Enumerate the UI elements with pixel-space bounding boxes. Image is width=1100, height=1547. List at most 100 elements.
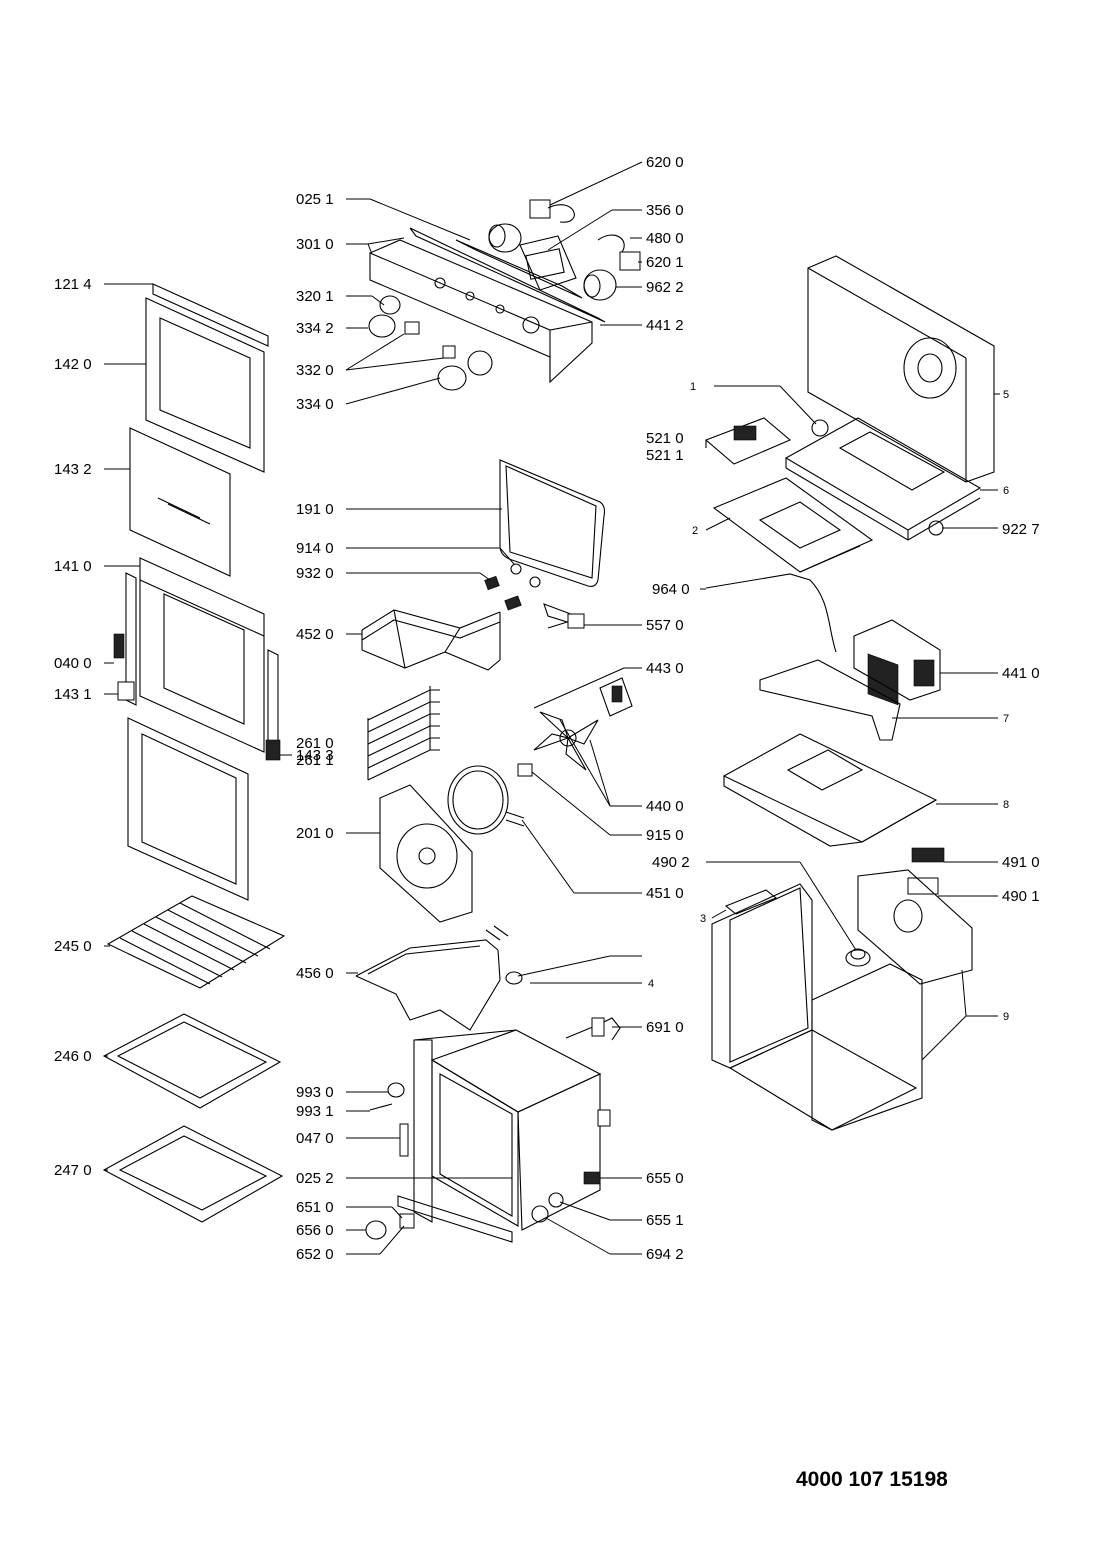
label-620-1: 620 1 bbox=[646, 254, 684, 271]
label-964-0: 964 0 bbox=[652, 581, 690, 598]
label-7: 7 bbox=[1003, 713, 1009, 725]
label-441-2: 441 2 bbox=[646, 317, 684, 334]
top-panel-part bbox=[784, 417, 982, 541]
label-993-1: 993 1 bbox=[296, 1103, 334, 1120]
label-456-0: 456 0 bbox=[296, 965, 334, 982]
label-025-1: 025 1 bbox=[296, 191, 334, 208]
label-245-0: 245 0 bbox=[54, 938, 92, 955]
outer-casing-part bbox=[711, 869, 973, 1131]
wire-shelf-part bbox=[106, 895, 286, 989]
part-labels: 620 0 025 1 356 0 301 0 480 0 620 1 121 … bbox=[54, 154, 1040, 1263]
knob-parts bbox=[368, 295, 493, 391]
leader-lines bbox=[104, 161, 1000, 1255]
label-261-1: 261 1 bbox=[296, 752, 334, 769]
label-451-0: 451 0 bbox=[646, 885, 684, 902]
label-261-0: 261 0 bbox=[296, 735, 334, 752]
label-652-0: 652 0 bbox=[296, 1246, 334, 1263]
small-fittings-part bbox=[365, 1082, 601, 1240]
middle-glass-part bbox=[129, 427, 231, 577]
label-1: 1 bbox=[690, 381, 696, 393]
bottom-trim-part bbox=[397, 1195, 513, 1243]
control-panel-part bbox=[369, 199, 641, 384]
label-6: 6 bbox=[1003, 485, 1009, 497]
label-915-0: 915 0 bbox=[646, 827, 684, 844]
tube-part bbox=[705, 573, 837, 653]
label-655-0: 655 0 bbox=[646, 1170, 684, 1187]
label-691-0: 691 0 bbox=[646, 1019, 684, 1036]
label-191-0: 191 0 bbox=[296, 501, 334, 518]
label-490-1: 490 1 bbox=[1002, 888, 1040, 905]
label-334-2: 334 2 bbox=[296, 320, 334, 337]
grill-element-part bbox=[361, 609, 501, 671]
label-441-0: 441 0 bbox=[1002, 665, 1040, 682]
back-panel-part bbox=[807, 255, 995, 706]
part-drawings bbox=[102, 199, 995, 1243]
cover-panel-part bbox=[712, 477, 874, 573]
label-8: 8 bbox=[1003, 799, 1009, 811]
label-651-0: 651 0 bbox=[296, 1199, 334, 1216]
cooling-fan-part bbox=[759, 619, 941, 741]
label-301-0: 301 0 bbox=[296, 236, 334, 253]
hinge-part bbox=[113, 633, 281, 761]
terminal-block-part bbox=[907, 847, 945, 895]
document-number: 4000 107 15198 bbox=[796, 1468, 948, 1491]
label-962-2: 962 2 bbox=[646, 279, 684, 296]
label-334-0: 334 0 bbox=[296, 396, 334, 413]
label-201-0: 201 0 bbox=[296, 825, 334, 842]
fan-motor-part bbox=[517, 677, 633, 777]
label-143-3: 143 3 bbox=[296, 747, 334, 764]
label-142-0: 142 0 bbox=[54, 356, 92, 373]
label-557-0: 557 0 bbox=[646, 617, 684, 634]
fan-cover-part bbox=[379, 784, 473, 923]
label-932-0: 932 0 bbox=[296, 565, 334, 582]
label-040-0: 040 0 bbox=[54, 655, 92, 672]
door-lock-part bbox=[565, 1017, 621, 1041]
oven-cavity-part bbox=[413, 1029, 611, 1231]
label-9: 9 bbox=[1003, 1011, 1009, 1023]
label-320-1: 320 1 bbox=[296, 288, 334, 305]
label-121-4: 121 4 bbox=[54, 276, 92, 293]
label-521-0: 521 0 bbox=[646, 430, 684, 447]
label-047-0: 047 0 bbox=[296, 1130, 334, 1147]
label-356-0: 356 0 bbox=[646, 202, 684, 219]
inner-door-frame-part bbox=[125, 557, 279, 753]
circular-element-part bbox=[447, 765, 525, 835]
label-656-0: 656 0 bbox=[296, 1222, 334, 1239]
label-440-0: 440 0 bbox=[646, 798, 684, 815]
shallow-tray-part bbox=[102, 1013, 282, 1109]
circuit-board-part bbox=[704, 417, 792, 465]
inner-glass-part bbox=[127, 717, 249, 901]
label-247-0: 247 0 bbox=[54, 1162, 92, 1179]
label-993-0: 993 0 bbox=[296, 1084, 334, 1101]
lower-element-part bbox=[355, 925, 509, 1031]
label-246-0: 246 0 bbox=[54, 1048, 92, 1065]
door-gasket-part bbox=[499, 459, 606, 587]
door-trim-part bbox=[152, 283, 269, 347]
fitting-part bbox=[505, 971, 523, 985]
label-332-0: 332 0 bbox=[296, 362, 334, 379]
spring-parts bbox=[484, 563, 585, 629]
outer-door-glass-part bbox=[145, 297, 265, 473]
label-491-0: 491 0 bbox=[1002, 854, 1040, 871]
label-5: 5 bbox=[1003, 389, 1009, 401]
label-655-1: 655 1 bbox=[646, 1212, 684, 1229]
deep-tray-part bbox=[102, 1125, 284, 1223]
label-452-0: 452 0 bbox=[296, 626, 334, 643]
label-922-7: 922 7 bbox=[1002, 521, 1040, 538]
label-4: 4 bbox=[648, 978, 654, 990]
label-480-0: 480 0 bbox=[646, 230, 684, 247]
shelf-rail-part bbox=[367, 686, 440, 781]
label-443-0: 443 0 bbox=[646, 660, 684, 677]
label-141-0: 141 0 bbox=[54, 558, 92, 575]
label-2: 2 bbox=[692, 525, 698, 537]
label-025-2: 025 2 bbox=[296, 1170, 334, 1187]
label-143-2: 143 2 bbox=[54, 461, 92, 478]
label-490-2: 490 2 bbox=[652, 854, 690, 871]
label-521-1: 521 1 bbox=[646, 447, 684, 464]
base-panel-part bbox=[722, 733, 938, 847]
label-914-0: 914 0 bbox=[296, 540, 334, 557]
label-694-2: 694 2 bbox=[646, 1246, 684, 1263]
label-3: 3 bbox=[700, 913, 706, 925]
label-620-0: 620 0 bbox=[646, 154, 684, 171]
